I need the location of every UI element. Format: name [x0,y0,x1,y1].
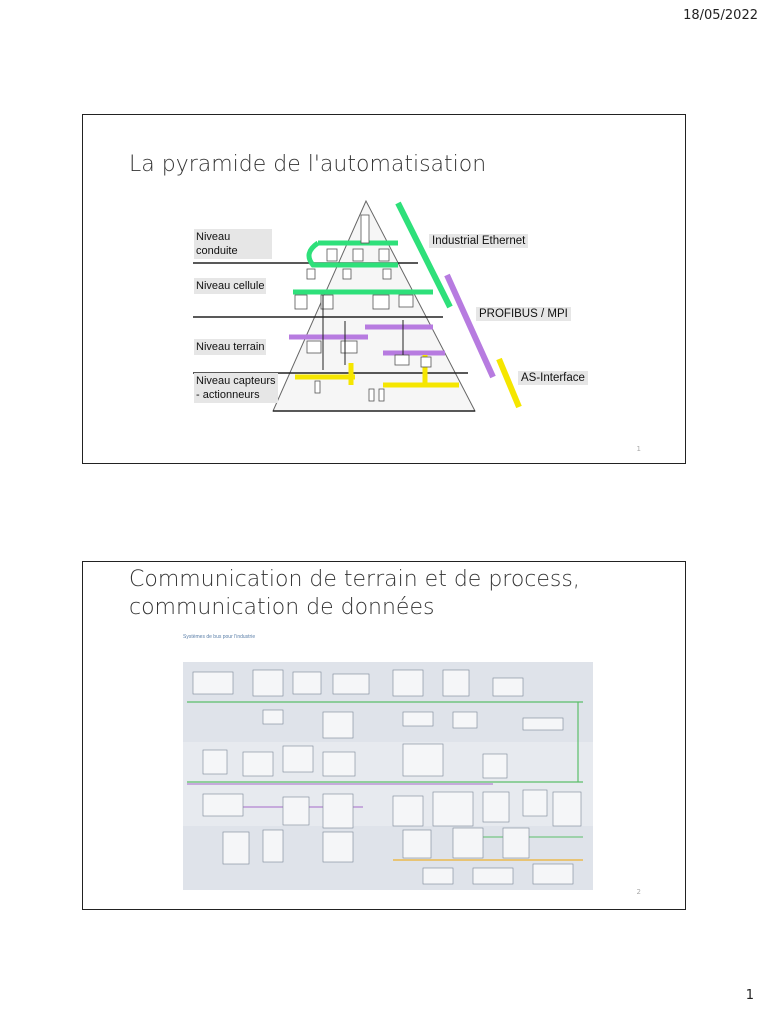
network-label-asi: AS-Interface [518,371,588,385]
network-label-ethernet: Industrial Ethernet [429,234,528,248]
print-date: 18/05/2022 [683,8,758,23]
slide-field-communication: Communication de terrain et de process, … [82,561,686,910]
asi-diagonal [499,359,519,407]
profibus-diagonal [447,275,493,377]
page-number: 1 [746,988,754,1003]
automation-pyramid-diagram [83,115,685,463]
level-label-capteurs: Niveau capteurs - actionneurs [194,373,278,403]
level-label-terrain: Niveau terrain [194,339,266,355]
slide-number: 2 [637,888,641,896]
level-label-cellule: Niveau cellule [194,278,266,294]
diagram-heading: Systèmes de bus pour l'industrie [183,634,255,640]
level-label-conduite: Niveau conduite [194,229,272,259]
industrial-bus-systems-diagram [183,632,593,892]
slide-automation-pyramid: La pyramide de l'automatisation [82,114,686,464]
slide-title: Communication de terrain et de process, … [129,566,669,622]
slide-number: 1 [637,445,641,453]
network-label-profibus: PROFIBUS / MPI [476,307,571,321]
